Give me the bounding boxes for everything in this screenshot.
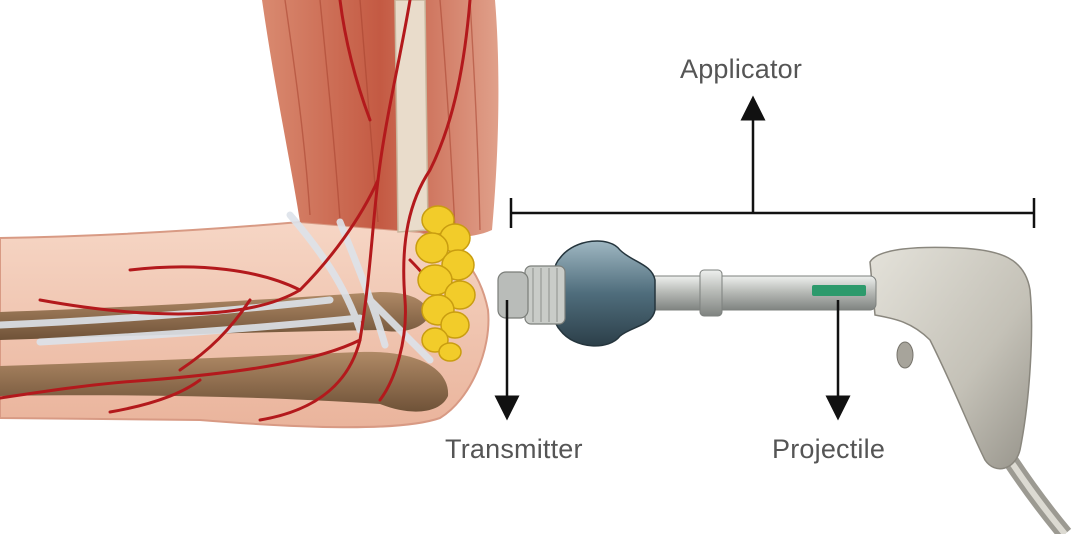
applicator-label: Applicator [680,54,802,85]
transmitter-cap [551,241,655,346]
shockwave-handpiece-illustration [498,241,1065,534]
humerus-bone [395,0,428,232]
upper-arm-muscle [262,0,498,237]
transmitter-tip [498,272,528,318]
transmitter-label: Transmitter [445,434,583,465]
projectile-label: Projectile [772,434,885,465]
applicator-bracket [511,198,1034,228]
handle [870,247,1032,468]
projectile-window [812,285,866,296]
elbow-anatomy-illustration [0,0,498,427]
trigger-button [897,342,913,368]
